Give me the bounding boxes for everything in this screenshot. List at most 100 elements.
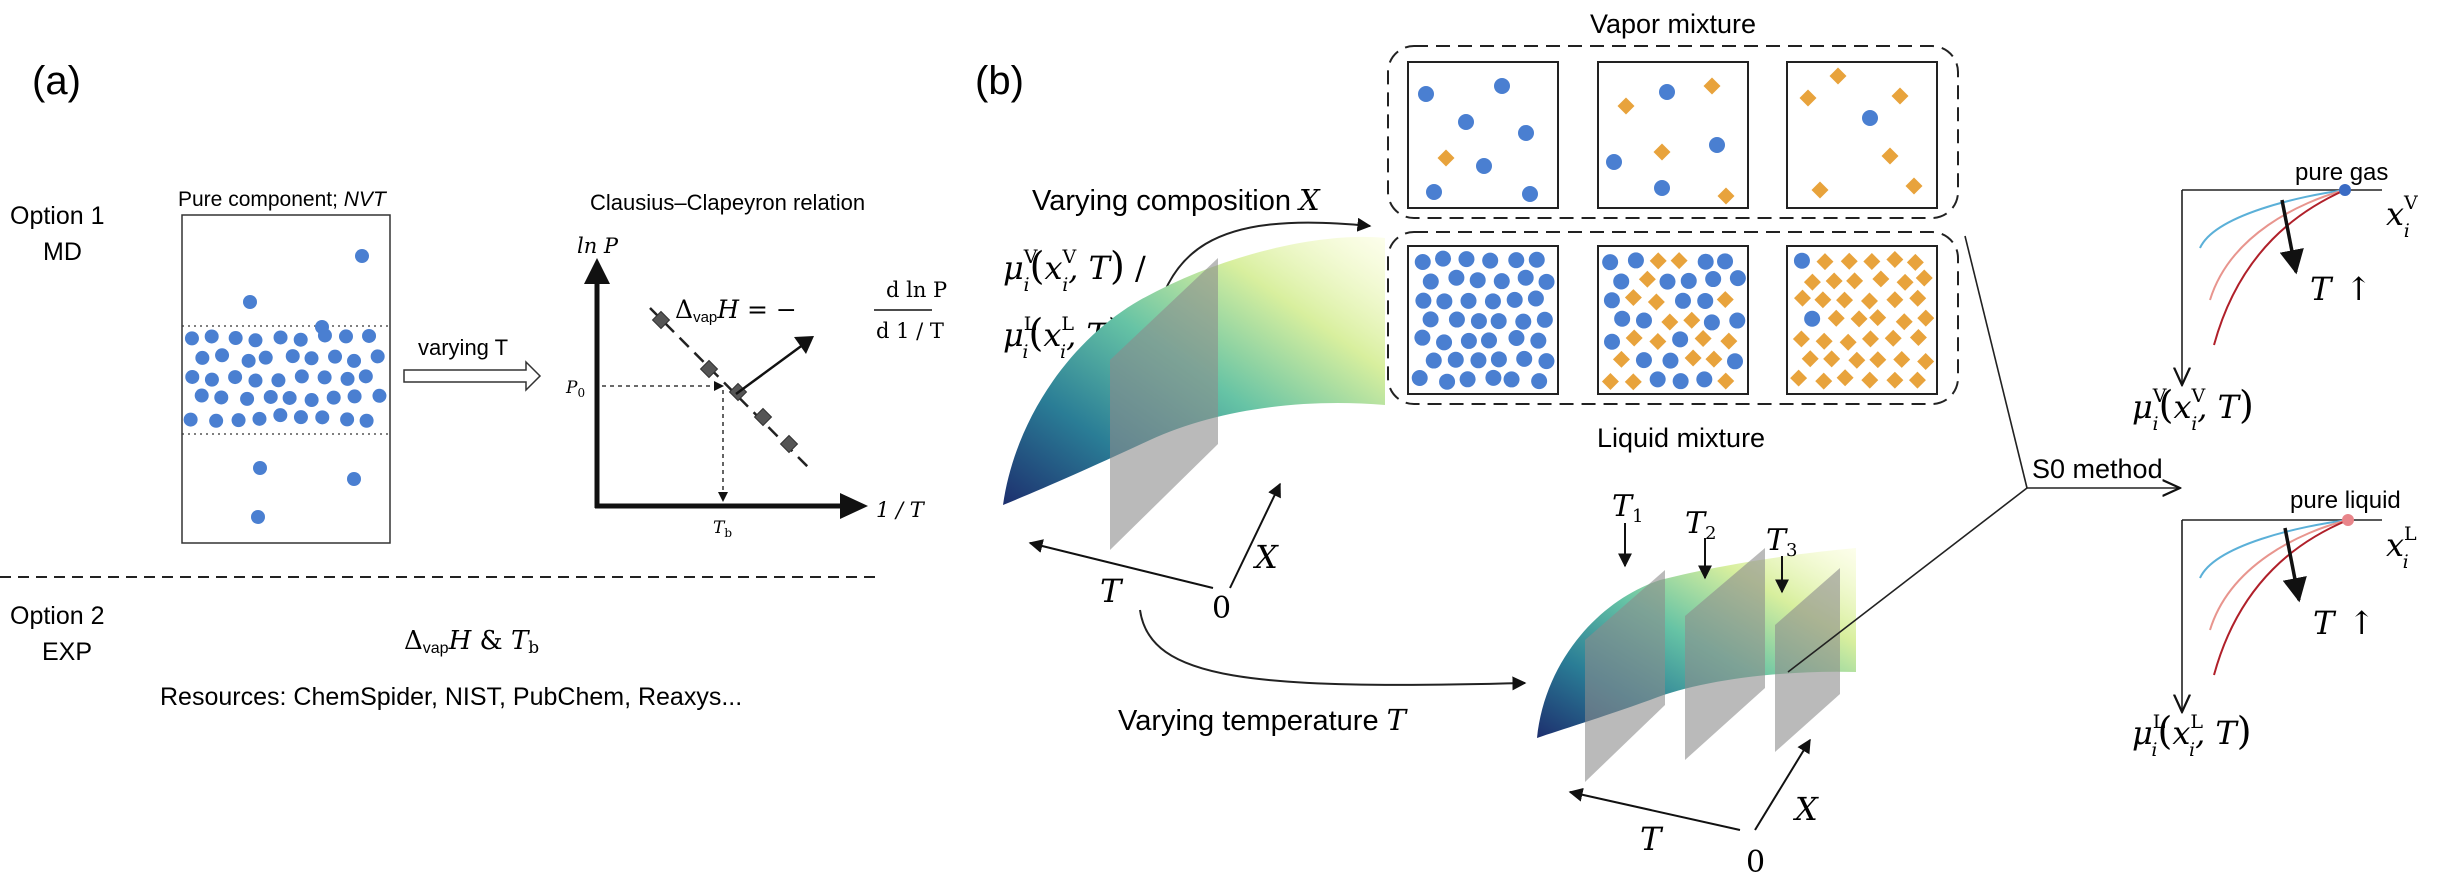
molecule-a	[1536, 311, 1553, 328]
molecule-a	[194, 388, 209, 403]
molecule-a	[248, 333, 263, 348]
pure-gas-dot	[2339, 184, 2351, 196]
vapor-mixture-label: Vapor mixture	[1590, 9, 1756, 39]
molecule-a	[355, 249, 369, 263]
molecule-a	[1436, 293, 1453, 310]
molecule-a	[1727, 353, 1744, 370]
molecule-a	[1705, 271, 1722, 288]
molecule-a	[1490, 351, 1507, 368]
molecule-a	[1697, 253, 1714, 270]
molecule-a	[1613, 273, 1630, 290]
molecule-a	[1654, 180, 1670, 196]
molecule-a	[195, 350, 210, 365]
molecule-a	[1508, 252, 1525, 269]
molecule-a	[214, 390, 229, 405]
molecule-a	[1447, 351, 1464, 368]
molecule-a	[228, 370, 243, 385]
molecule-a	[209, 413, 224, 428]
varying-temperature-label: Varying temperature T	[1118, 703, 1409, 737]
molecule-a	[362, 328, 377, 343]
tb-guide-arrowhead	[718, 492, 728, 502]
molecule-a	[252, 411, 267, 426]
molecule-a	[1414, 329, 1431, 346]
cc-equation-denominator: d 1 / T	[876, 319, 944, 343]
molecule-a	[1469, 272, 1486, 289]
molecule-a	[340, 371, 355, 386]
surface-axis-x-label: X	[1252, 538, 1279, 576]
molecule-a	[253, 461, 267, 475]
molecule-a	[184, 331, 199, 346]
molecule-a	[1485, 369, 1502, 386]
molecule-a	[293, 410, 308, 425]
composition-surface-3d: T X 0	[1003, 236, 1385, 626]
molecule-a	[204, 372, 219, 387]
molecule-a	[359, 413, 374, 428]
molecule-a	[1476, 158, 1492, 174]
molecule-a	[1459, 371, 1476, 388]
varying-composition-label: Varying composition X	[1032, 183, 1321, 217]
molecule-a	[317, 328, 332, 343]
temperature-cut-plane-2	[1685, 548, 1765, 760]
molecule-a	[1436, 334, 1453, 351]
molecule-a	[1482, 252, 1499, 269]
md-particles	[183, 249, 387, 524]
molecule-a	[273, 408, 288, 423]
temperature-increase-arrow	[2279, 199, 2304, 275]
molecule-a	[1448, 269, 1465, 286]
molecule-a	[1672, 331, 1689, 348]
molecule-a	[293, 332, 308, 347]
t1-label: T1	[1612, 489, 1643, 527]
molecule-a	[1460, 292, 1477, 309]
molecule-a	[317, 370, 332, 385]
molecule-a	[1490, 313, 1507, 330]
cc-point	[779, 434, 799, 454]
md-box-title: Pure component; NVT	[178, 188, 388, 211]
resources-text: Resources: ChemSpider, NIST, PubChem, Re…	[160, 683, 742, 711]
molecule-a	[1508, 329, 1525, 346]
cc-axis-x-label: 1 / T	[876, 498, 926, 522]
molecule-a	[248, 373, 263, 388]
molecule-a	[1603, 292, 1620, 309]
molecule-a	[240, 391, 255, 406]
surface-axis-t	[1028, 539, 1214, 589]
molecule-a	[1674, 292, 1691, 309]
molecule-a	[1729, 270, 1746, 287]
curve-red	[2213, 519, 2349, 676]
molecule-a	[1729, 312, 1746, 329]
vapor-box-2	[1597, 61, 1749, 209]
cc-axis-y-label: ln P	[577, 234, 619, 258]
varying-t-label: varying T	[418, 335, 508, 360]
molecule-a	[1538, 353, 1555, 370]
molecule-a	[1414, 254, 1431, 271]
molecule-a	[358, 369, 373, 384]
molecule-a	[338, 329, 353, 344]
molecule-a	[215, 348, 230, 363]
molecule-a	[1470, 313, 1487, 330]
pure-liquid-label: pure liquid	[2290, 487, 2401, 514]
molecule-a	[271, 373, 286, 388]
molecule-a	[1448, 311, 1465, 328]
molecule-a	[258, 350, 273, 365]
surface-axis-x	[1229, 482, 1281, 589]
molecule-a	[1515, 313, 1532, 330]
molecule-a	[1527, 290, 1544, 307]
molecule-a	[326, 390, 341, 405]
cc-title: Clausius–Clapeyron relation	[590, 190, 865, 215]
molecule-a	[1426, 184, 1442, 200]
molecule-a	[1659, 273, 1676, 290]
curve-pink	[2209, 519, 2349, 631]
molecule-a	[304, 351, 319, 366]
molecule-a	[1635, 352, 1652, 369]
pure-gas-label: pure gas	[2295, 159, 2388, 186]
s0-lower-connector	[1787, 487, 2028, 673]
curve-light-blue	[2199, 189, 2346, 249]
surface-axis-t-label: T	[1100, 572, 1124, 610]
molecule-a	[328, 349, 343, 364]
molecule-a	[1697, 292, 1714, 309]
